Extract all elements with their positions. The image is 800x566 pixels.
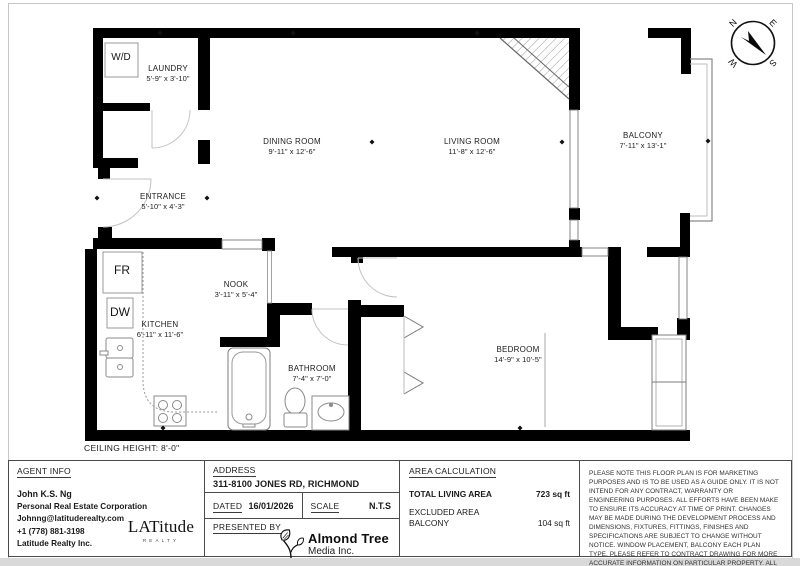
compass-n: N	[727, 17, 739, 29]
excluded-area-row: EXCLUDED AREA	[409, 506, 480, 517]
balcony-area-value: 104 sq ft	[537, 517, 570, 528]
compass-needle	[741, 31, 766, 55]
room-label-balcony: BALCONY 7'-11" x 13'-1"	[619, 131, 667, 150]
almond-tree-leaf-icon	[280, 529, 304, 559]
toilet	[283, 387, 308, 428]
bifold-closet-doors	[403, 315, 546, 427]
almond-tree-logo: Almond Tree Media Inc.	[277, 527, 389, 561]
total-living-area-value: 723 sq ft	[536, 489, 570, 499]
address-value: 311-8100 JONES RD, RICHMOND	[213, 479, 360, 489]
compass-s: S	[767, 57, 778, 68]
agent-email[interactable]: Johnng@latituderealty.com	[17, 514, 125, 524]
windows	[221, 109, 688, 320]
almond-tree-name: Almond Tree	[308, 531, 389, 546]
fridge-label: FR	[114, 263, 130, 277]
dated-scale-row: DATED 16/01/2026 SCALE N.T.S	[205, 492, 399, 518]
agent-details: John K.S. Ng Personal Real Estate Corpor…	[17, 488, 196, 550]
room-label-bathroom: BATHROOM 7'-4" x 7'-0"	[288, 364, 336, 383]
area-rows: TOTAL LIVING AREA 723 sq ft EXCLUDED ARE…	[409, 489, 570, 529]
hatched-corner	[499, 37, 570, 100]
room-label-bedroom: BEDROOM 14'-9" x 10'-5"	[494, 345, 542, 364]
dishwasher-box	[106, 297, 134, 329]
floor-plan-svg: N E S W	[85, 17, 779, 441]
scale-cell: SCALE N.T.S	[301, 493, 400, 518]
room-label-living: LIVING ROOM 11'-8" x 12'-6"	[443, 137, 501, 156]
fixtures	[99, 42, 687, 431]
agent-info-header: AGENT INFO	[17, 466, 71, 478]
bathtub	[227, 347, 271, 431]
compass: N E S W	[726, 17, 779, 69]
dishwasher-label: DW	[110, 305, 130, 319]
room-label-laundry: LAUNDRY 5'-9" x 3'-10"	[146, 64, 190, 83]
page-edge-shadow	[0, 558, 800, 566]
floor-plan-drawing: N E S W LAUNDRY 5'-9" x 3'-10" DINING RO…	[84, 17, 779, 453]
dimension-ticks	[94, 30, 711, 431]
latitude-realty-logo: LATitude REALTY	[127, 517, 195, 543]
disclaimer-section: PLEASE NOTE THIS FLOOR PLAN IS FOR MARKE…	[579, 461, 791, 566]
almond-tree-subname: Media Inc.	[308, 546, 355, 557]
address-header: ADDRESS	[213, 465, 256, 477]
agent-phone[interactable]: +1 (778) 881-3198	[17, 526, 85, 536]
dated-value: 16/01/2026	[248, 500, 294, 511]
address-section: ADDRESS 311-8100 JONES RD, RICHMOND DATE…	[204, 461, 399, 559]
total-living-area-row: TOTAL LIVING AREA 723 sq ft	[409, 489, 570, 499]
presented-by-row: PRESENTED BY Almond Tree Media Inc.	[205, 518, 399, 559]
kitchen-sink	[99, 337, 134, 378]
bedroom-closet	[651, 334, 687, 431]
kitchen-counter-edge	[142, 252, 218, 413]
room-label-nook: NOOK 3'-11" x 5'-4"	[214, 280, 258, 299]
dated-cell: DATED 16/01/2026	[213, 500, 294, 513]
title-block: AGENT INFO John K.S. Ng Personal Real Es…	[8, 460, 792, 566]
ceiling-height-note: CEILING HEIGHT: 8'-0"	[84, 443, 180, 453]
compass-e: E	[767, 17, 778, 28]
presented-by-header: PRESENTED BY	[213, 522, 282, 534]
agent-info-section: AGENT INFO John K.S. Ng Personal Real Es…	[9, 461, 204, 556]
agent-corporation: Personal Real Estate Corporation	[17, 502, 148, 512]
door-swings	[102, 109, 398, 346]
room-label-entrance: ENTRANCE 5'-10" x 4'-3"	[139, 192, 187, 211]
scale-value: N.T.S	[368, 500, 391, 511]
agent-name: John K.S. Ng	[17, 489, 72, 499]
area-calculation-header: AREA CALCULATION	[409, 466, 497, 478]
disclaimer-text: PLEASE NOTE THIS FLOOR PLAN IS FOR MARKE…	[589, 470, 779, 566]
balcony-area-row: BALCONY 104 sq ft	[409, 517, 570, 528]
room-label-kitchen: KITCHEN 6'-11" x 11'-6"	[136, 320, 184, 339]
stove	[153, 395, 187, 427]
walls	[85, 28, 691, 441]
bathroom-sink	[311, 395, 350, 431]
room-label-dining: DINING ROOM 9'-11" x 12'-6"	[263, 137, 321, 156]
area-calculation-section: AREA CALCULATION TOTAL LIVING AREA 723 s…	[399, 461, 579, 556]
agent-brokerage: Latitude Realty Inc.	[17, 539, 93, 549]
address-row: ADDRESS 311-8100 JONES RD, RICHMOND	[205, 461, 399, 492]
fridge-box	[102, 251, 143, 294]
washer-dryer-box	[104, 42, 139, 78]
washer-dryer-label: W/D	[111, 52, 131, 63]
